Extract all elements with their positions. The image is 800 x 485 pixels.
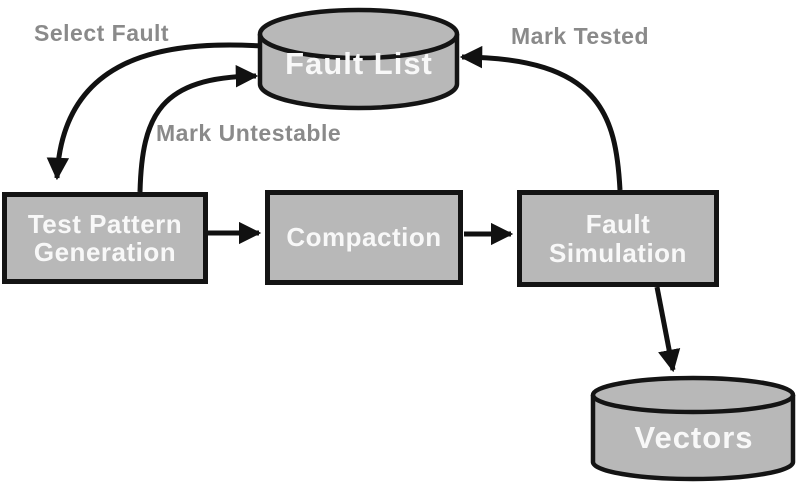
- vectors-cylinder-top: [590, 375, 796, 415]
- node-fault-list-cylinder: [257, 7, 460, 111]
- vectors-cylinder-body: [590, 395, 796, 482]
- node-vectors-cylinder: [590, 375, 796, 482]
- node-fault-simulation-label: Fault Simulation: [549, 209, 687, 268]
- edge-select-fault-arrow: [46, 42, 262, 181]
- node-vectors-label: Vectors: [634, 420, 754, 455]
- fault-list-cylinder-top: [257, 7, 460, 61]
- node-fault-list-label: Fault List: [285, 46, 433, 81]
- edge-fault-simulation-to-vectors-arrow: [654, 286, 681, 373]
- edge-mark-untestable-arrow: [137, 64, 259, 193]
- node-test-pattern-generation-label: Test Pattern Generation: [27, 208, 183, 267]
- diagram-edges: [46, 42, 681, 373]
- edge-label-mark-untestable: Mark Untestable: [156, 120, 342, 146]
- node-compaction-label: Compaction: [286, 222, 442, 253]
- node-compaction: Compaction: [265, 190, 463, 285]
- edge-label-mark-tested: Mark Tested: [511, 23, 650, 49]
- node-fault-simulation: Fault Simulation: [517, 190, 719, 287]
- edge-mark-tested-arrow: [459, 45, 623, 191]
- edge-label-select-fault: Select Fault: [34, 20, 170, 46]
- node-test-pattern-generation: Test Pattern Generation: [2, 192, 208, 284]
